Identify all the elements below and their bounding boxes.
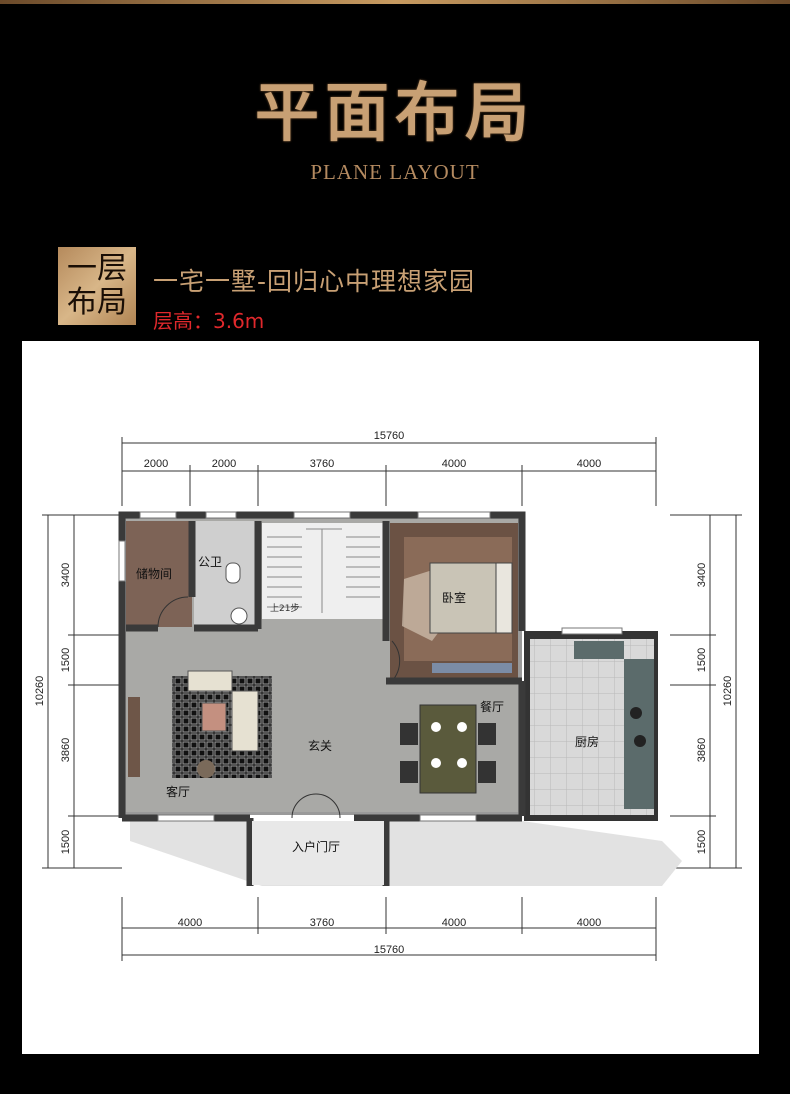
- bottom-dim-2: 3760: [310, 917, 334, 929]
- badge-line-2: 布局: [67, 285, 127, 320]
- label-storage: 储物间: [136, 566, 172, 581]
- left-dimensions: [42, 514, 122, 869]
- wardrobe-icon: [432, 663, 512, 673]
- top-dimensions: [121, 437, 657, 506]
- chair-4: [478, 761, 496, 783]
- left-dim-4: 1500: [60, 830, 72, 854]
- right-dim-2: 1500: [696, 648, 708, 672]
- building-shadow: [130, 821, 682, 886]
- page-subtitle: PLANE LAYOUT: [310, 160, 480, 184]
- right-dimensions: [670, 514, 742, 869]
- floor-plan-panel: 15760 2000 2000 3760 4000 4000 4000 3760…: [22, 341, 759, 1054]
- page-title: 平面布局: [255, 76, 535, 151]
- label-entrance: 入户门厅: [292, 839, 340, 854]
- bottom-total-dim: 15760: [374, 944, 405, 956]
- chair-3: [400, 761, 418, 783]
- entrance-hall: [252, 821, 384, 885]
- coffee-table-icon: [201, 702, 227, 732]
- bottom-dim-3: 4000: [442, 917, 466, 929]
- badge-line-1: 一层: [67, 251, 127, 286]
- stove-burner-2: [634, 735, 646, 747]
- windows: [118, 511, 623, 822]
- label-foyer: 玄关: [308, 738, 332, 753]
- floor-height-label: 层高：3.6m: [153, 309, 265, 333]
- dining-table-icon: [419, 704, 477, 794]
- plate-4: [457, 758, 467, 768]
- stove-burner-1: [630, 707, 642, 719]
- top-dim-3: 3760: [310, 458, 334, 470]
- floor-badge: 一层 布局: [58, 247, 136, 325]
- side-sofa-icon: [231, 690, 259, 752]
- top-total-dim: 15760: [374, 430, 405, 442]
- left-dim-2: 1500: [60, 648, 72, 672]
- armchair-icon: [197, 760, 215, 778]
- plate-1: [431, 722, 441, 732]
- chair-2: [478, 723, 496, 745]
- left-dim-3: 3860: [60, 738, 72, 762]
- label-living: 客厅: [166, 784, 190, 799]
- label-bedroom: 卧室: [442, 590, 466, 605]
- washbasin-icon: [230, 607, 248, 625]
- kitchen-sink: [574, 641, 624, 659]
- storage-door-swing: [157, 596, 189, 628]
- stair-mark: 上21步: [270, 603, 299, 614]
- left-total-dim: 10260: [34, 676, 46, 707]
- floor-plan-drawing: 15760 2000 2000 3760 4000 4000 4000 3760…: [34, 430, 742, 961]
- top-dim-2: 2000: [212, 458, 236, 470]
- bottom-dim-1: 4000: [178, 917, 202, 929]
- right-dim-4: 1500: [696, 830, 708, 854]
- toilet-icon: [225, 562, 241, 584]
- right-dim-3: 3860: [696, 738, 708, 762]
- chair-1: [400, 723, 418, 745]
- label-dining: 餐厅: [480, 699, 504, 714]
- storage-room: [126, 521, 192, 627]
- bottom-dim-4: 4000: [577, 917, 601, 929]
- top-divider: [0, 0, 790, 4]
- staircase: [262, 523, 384, 619]
- label-kitchen: 厨房: [575, 734, 599, 749]
- tv-cabinet-icon: [128, 697, 140, 777]
- bed-pillows: [495, 562, 513, 634]
- right-dim-1: 3400: [696, 563, 708, 587]
- sofa-icon: [187, 670, 233, 692]
- label-toilet: 公卫: [198, 555, 222, 569]
- bottom-dimensions: [121, 897, 657, 961]
- right-total-dim: 10260: [722, 676, 734, 707]
- top-dim-1: 2000: [144, 458, 168, 470]
- section-headline: 一宅一墅-回归心中理想家园: [153, 267, 476, 296]
- plate-2: [457, 722, 467, 732]
- front-door-swing: [291, 793, 341, 819]
- top-dim-4: 4000: [442, 458, 466, 470]
- left-dim-1: 3400: [60, 563, 72, 587]
- top-dim-5: 4000: [577, 458, 601, 470]
- plate-3: [431, 758, 441, 768]
- kitchen-counter: [624, 659, 654, 809]
